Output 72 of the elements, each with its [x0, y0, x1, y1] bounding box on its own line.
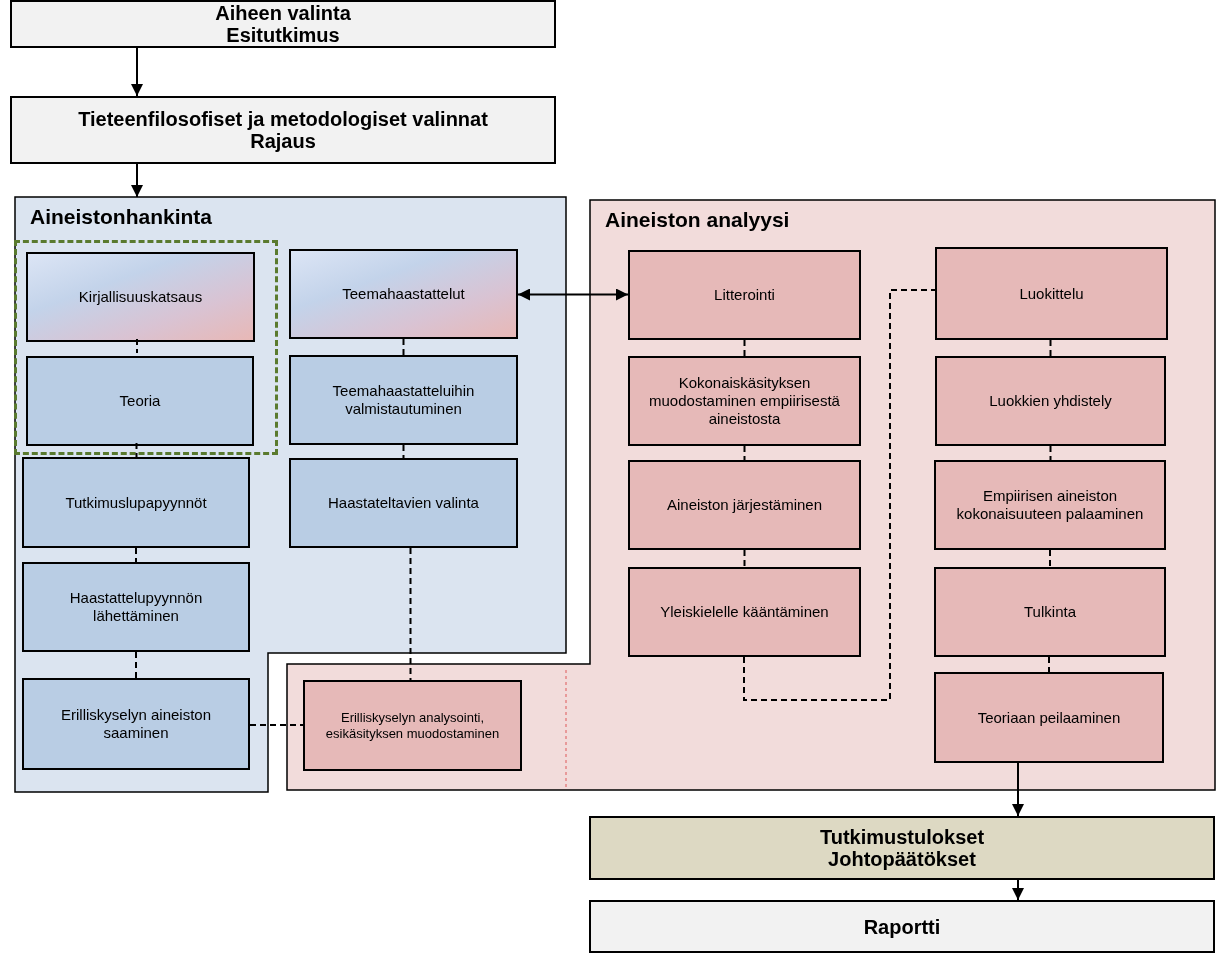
connector-line: [1048, 656, 1050, 673]
step-label: Luokittelu: [1019, 284, 1084, 303]
stage-box: [589, 816, 1215, 880]
step-label: Yleiskielelle kääntäminen: [660, 603, 829, 621]
stage-title: Esitutkimus: [226, 24, 340, 46]
step-label: Erilliskyselyn aineiston saaminen: [59, 706, 213, 742]
arrow: [1012, 879, 1024, 901]
step-label: Haastattelupyynnön lähettäminen: [68, 589, 204, 625]
step-label: Litterointi: [714, 286, 775, 304]
connector-line: [1049, 549, 1051, 568]
connector-line: [402, 444, 405, 459]
step-label: Tulkinta: [1024, 603, 1076, 621]
step-label: Kirjallisuuskatsaus: [78, 288, 203, 306]
process-box: [26, 356, 254, 446]
process-box: [935, 247, 1168, 340]
stage-box: [10, 0, 556, 48]
connector-line: [1049, 339, 1052, 357]
dashed-group-frame: [14, 240, 278, 455]
stage-title: Aiheen valinta: [215, 2, 351, 24]
connector-line: [743, 549, 746, 568]
arrow: [131, 163, 143, 198]
stage-title: Raportti: [863, 915, 941, 938]
process-box: [22, 457, 250, 548]
connector-line: [402, 338, 405, 356]
step-label: Luokkien yhdistely: [989, 392, 1112, 410]
process-box: [934, 672, 1164, 763]
process-box: [303, 680, 522, 771]
connector-line: [743, 445, 746, 461]
process-box: [22, 678, 250, 770]
stage-title: Johtopäätökset: [828, 848, 976, 870]
process-box: [628, 250, 861, 340]
process-box: [935, 356, 1166, 446]
process-box: [628, 460, 861, 550]
process-box: [289, 458, 518, 548]
step-label: Tutkimuslupapyynnöt: [65, 493, 207, 512]
step-label: Haastateltavien valinta: [328, 494, 479, 512]
step-label: Empiirisen aineiston kokonaisuuteen palaaminen: [955, 487, 1145, 523]
connector-line: [743, 289, 936, 701]
process-box: [628, 356, 861, 446]
step-label: Teemahaastatteluihin valmistautuminen: [331, 382, 476, 418]
step-label: Teemahaastattelut: [342, 285, 465, 303]
step-label: Erilliskyselyn analysointi, esikäsityksen muodostaminen: [324, 709, 501, 742]
stage-title: Tutkimustulokset: [819, 826, 985, 848]
connector-line: [135, 442, 138, 458]
process-box: [628, 567, 861, 657]
arrow: [1012, 762, 1024, 817]
region-panel: [287, 200, 1215, 790]
region-title: Aineiston analyysi: [605, 207, 790, 233]
arrow: [517, 288, 629, 301]
connector-line: [249, 724, 304, 726]
connector-line: [1049, 445, 1052, 461]
process-box: [289, 249, 518, 339]
process-box: [26, 252, 255, 342]
connector-line: [743, 339, 746, 357]
connector-line: [409, 547, 412, 681]
step-label: Aineiston järjestäminen: [666, 496, 823, 514]
process-box: [934, 567, 1166, 657]
process-box: [289, 355, 518, 445]
stage-title: Tieteenfilosofiset ja metodologiset valinnat: [78, 108, 488, 130]
process-box: [22, 562, 250, 652]
step-label: Teoria: [119, 392, 161, 410]
stage-title: Rajaus: [250, 130, 316, 152]
region-title: Aineistonhankinta: [30, 204, 213, 230]
connector-line: [135, 651, 137, 679]
step-label: Kokonaiskäsityksen muodostaminen empiirisestä aineistosta: [648, 374, 841, 428]
stage-box: [589, 900, 1215, 953]
step-label: Teoriaan peilaaminen: [977, 708, 1121, 727]
arrow: [131, 47, 143, 97]
process-box: [934, 460, 1166, 550]
connector-line: [136, 338, 138, 354]
stage-box: [10, 96, 556, 164]
connector-line: [135, 547, 137, 563]
